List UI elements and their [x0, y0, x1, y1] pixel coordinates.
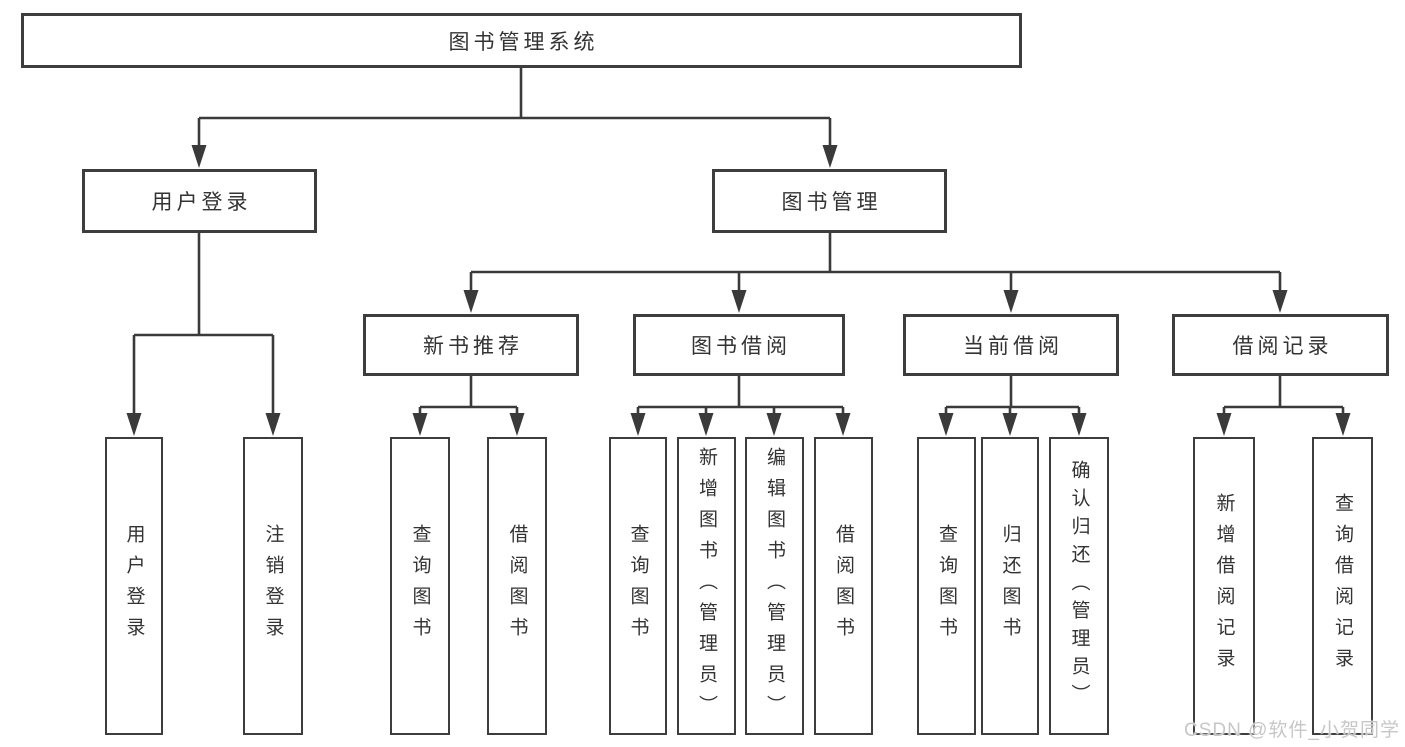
- leaf-user-login: 用户登录: [105, 437, 163, 735]
- leaf-query-books-current-label: 查询图书: [936, 524, 957, 648]
- leaf-borrow-books-borrowing: 借阅图书: [814, 437, 873, 735]
- node-library-management-system: 图书管理系统: [21, 13, 1022, 68]
- leaf-edit-books-admin-label: 编辑图书（管理员）: [764, 446, 785, 726]
- leaf-query-books-recommend-label: 查询图书: [409, 524, 431, 648]
- leaf-edit-books-admin: 编辑图书（管理员）: [745, 437, 804, 735]
- leaf-add-books-admin-label: 新增图书（管理员）: [696, 446, 717, 726]
- leaf-add-books-admin: 新增图书（管理员）: [677, 437, 736, 735]
- leaf-query-books-recommend: 查询图书: [390, 437, 450, 735]
- node-user-login: 用户登录: [82, 169, 317, 233]
- leaf-add-borrow-record: 新增借阅记录: [1193, 437, 1255, 735]
- leaf-user-login-label: 用户登录: [123, 524, 145, 648]
- leaf-query-books-current: 查询图书: [917, 437, 976, 735]
- leaf-borrow-books-borrowing-label: 借阅图书: [833, 524, 854, 648]
- node-book-borrowing: 图书借阅: [633, 314, 845, 376]
- leaf-logout: 注销登录: [243, 437, 303, 735]
- leaf-confirm-return-admin: 确认归还（管理员）: [1049, 437, 1109, 735]
- node-current-borrowing: 当前借阅: [903, 314, 1119, 376]
- leaf-return-books-label: 归还图书: [999, 524, 1021, 648]
- node-new-book-recommendation: 新书推荐: [363, 314, 579, 376]
- leaf-borrow-books-recommend-label: 借阅图书: [506, 524, 528, 648]
- leaf-query-books-borrowing: 查询图书: [609, 437, 667, 735]
- leaf-query-borrow-record-label: 查询借阅记录: [1332, 493, 1353, 679]
- node-book-management: 图书管理: [712, 169, 947, 233]
- node-borrowing-records: 借阅记录: [1172, 314, 1389, 376]
- leaf-confirm-return-admin-label: 确认归还（管理员）: [1068, 460, 1090, 712]
- leaf-return-books: 归还图书: [981, 437, 1039, 735]
- leaf-logout-label: 注销登录: [262, 524, 284, 648]
- leaf-query-borrow-record: 查询借阅记录: [1312, 437, 1373, 735]
- leaf-borrow-books-recommend: 借阅图书: [487, 437, 547, 735]
- watermark: CSDN @软件_小贺同学: [1184, 720, 1400, 741]
- leaf-add-borrow-record-label: 新增借阅记录: [1213, 493, 1235, 679]
- leaf-query-books-borrowing-label: 查询图书: [627, 524, 649, 648]
